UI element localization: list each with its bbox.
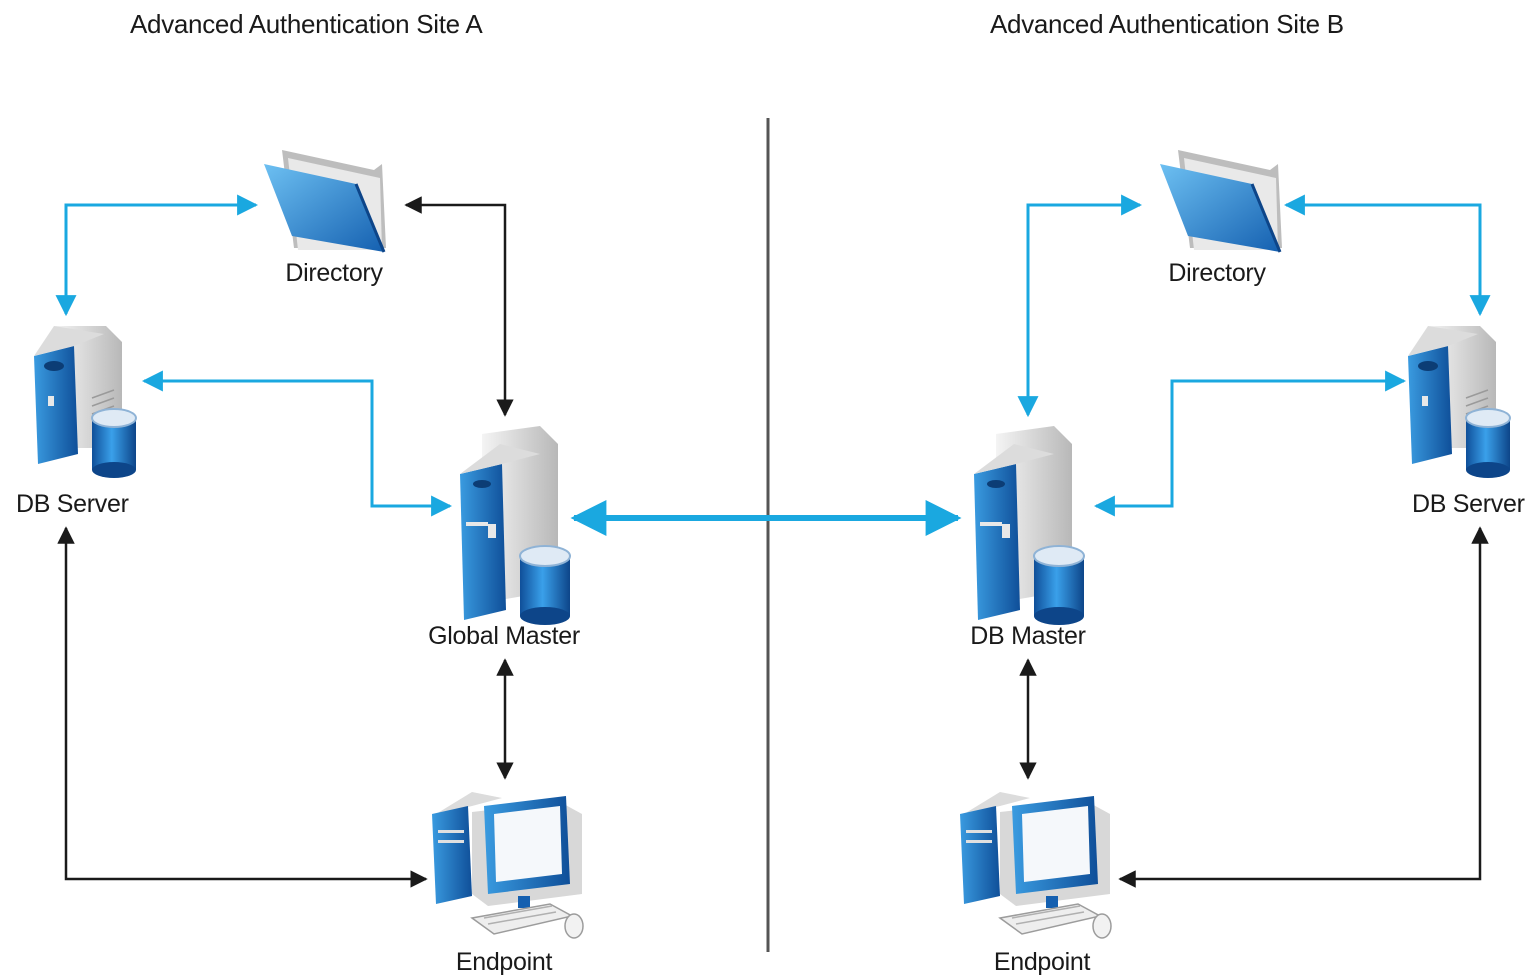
global-master-label: Global Master xyxy=(428,622,580,650)
directory-b-icon xyxy=(1158,148,1284,254)
db-server-b-icon xyxy=(1407,325,1511,479)
directory-a-label: Directory xyxy=(285,259,383,287)
link-a-dbserver-master xyxy=(141,370,453,517)
link-b-dbserver-master xyxy=(1093,370,1407,517)
link-b-dbserver-endpoint xyxy=(1118,526,1489,888)
db-server-a-label: DB Server xyxy=(16,490,129,518)
db-server-b-label: DB Server xyxy=(1412,490,1525,518)
directory-b-label: Directory xyxy=(1168,259,1266,287)
global-master-icon xyxy=(459,425,571,626)
endpoint-a-icon xyxy=(431,791,584,939)
endpoint-b-icon xyxy=(959,791,1112,939)
site-b-title: Advanced Authentication Site B xyxy=(990,9,1344,39)
db-master-icon xyxy=(973,425,1085,626)
db-server-a-icon xyxy=(33,325,137,479)
link-b-directory-dbserver xyxy=(1283,194,1491,317)
endpoint-b-label: Endpoint xyxy=(993,948,1091,976)
db-master-label: DB Master xyxy=(970,622,1086,650)
endpoint-a-label: Endpoint xyxy=(455,948,553,976)
link-a-directory-dbserver xyxy=(55,194,259,317)
site-a-title: Advanced Authentication Site A xyxy=(130,9,483,39)
link-a-dbserver-endpoint xyxy=(57,526,428,888)
link-a-directory-master xyxy=(404,196,514,417)
directory-a-icon xyxy=(262,148,388,254)
link-b-directory-master xyxy=(1017,194,1143,418)
